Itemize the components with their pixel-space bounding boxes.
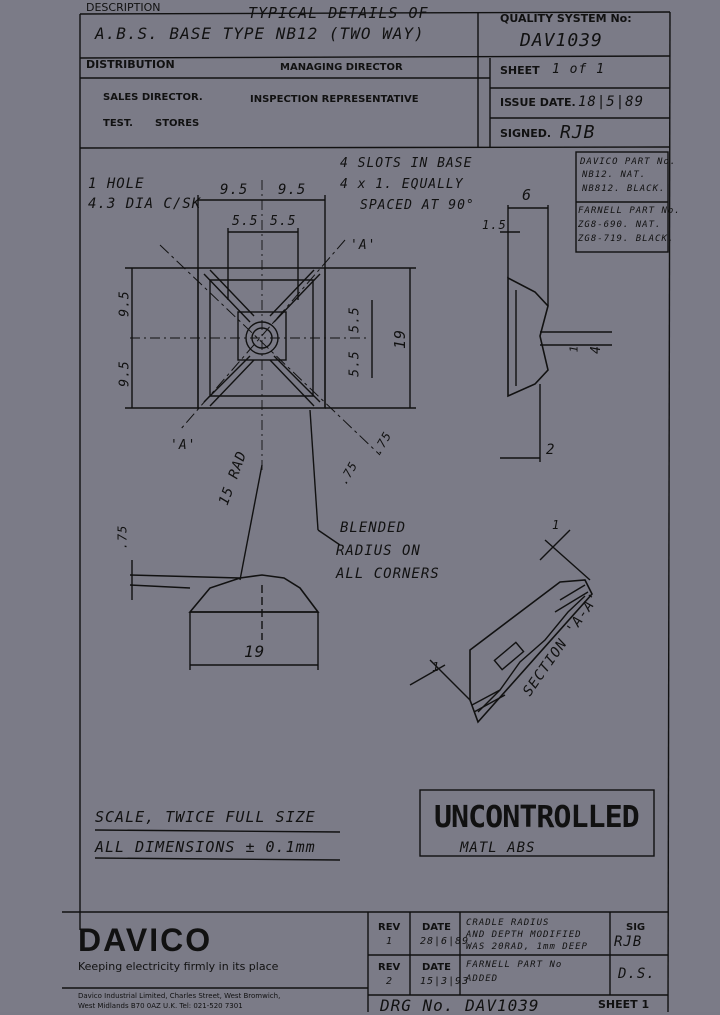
dim-9-5-top-left: 9.5 xyxy=(220,182,249,198)
date-label-1: DATE xyxy=(422,922,451,933)
description-line2: A.B.S. BASE TYPE NB12 (TWO WAY) xyxy=(95,24,425,43)
dim-1-section-top: 1 xyxy=(552,518,561,532)
drawing-number: DRG No. DAV1039 xyxy=(380,996,540,1015)
rev-2-desc-2: ADDED xyxy=(466,974,499,984)
issue-label: ISSUE DATE. xyxy=(500,96,576,109)
dim-1-section-bottom: 1 xyxy=(432,660,441,674)
sheet-value: 1 of 1 xyxy=(552,62,605,77)
dim-1-5: 1.5 xyxy=(482,218,507,232)
test-label: TEST. xyxy=(103,118,133,129)
blended-note-3: ALL CORNERS xyxy=(336,566,440,582)
hole-note-2: 4.3 DIA C/SK xyxy=(88,196,202,212)
rev-2-date: 15|3|93 xyxy=(420,976,470,987)
blended-note-1: BLENDED xyxy=(340,520,407,536)
managing-director: MANAGING DIRECTOR xyxy=(280,62,403,73)
uncontrolled-stamp: UNCONTROLLED xyxy=(434,800,640,835)
section-mark-top: 'A' xyxy=(350,238,377,253)
signed-label: SIGNED. xyxy=(500,127,552,140)
blended-note-2: RADIUS ON xyxy=(336,543,421,559)
davico-part-black: NB812. BLACK. xyxy=(582,184,666,194)
scale-note: SCALE, TWICE FULL SIZE xyxy=(95,808,316,826)
hole-note-1: 1 HOLE xyxy=(88,176,145,192)
dimensions-note: ALL DIMENSIONS ± 0.1mm xyxy=(95,838,316,856)
quality-label: QUALITY SYSTEM No: xyxy=(500,12,632,25)
section-mark-bottom: 'A' xyxy=(170,438,197,453)
davico-part-nat: NB12. NAT. xyxy=(582,170,647,180)
farnell-part-label: FARNELL PART No. xyxy=(578,206,681,216)
dim-19-bottom: 19 xyxy=(244,642,266,661)
distribution-label: DISTRIBUTION xyxy=(86,58,175,71)
quality-value: DAV1039 xyxy=(520,30,603,51)
rev-2-desc-1: FARNELL PART No xyxy=(466,960,563,970)
rev-1-desc-2: AND DEPTH MODIFIED xyxy=(466,930,582,940)
issue-value: 18|5|89 xyxy=(578,94,645,110)
rev-2-sig: D.S. xyxy=(618,966,656,982)
address-line-1: Davico Industrial Limited, Charles Stree… xyxy=(78,992,281,1000)
farnell-part-black: ZG8-719. BLACK. xyxy=(578,234,675,244)
dim-9-5-left-top: 9.5 xyxy=(117,290,133,317)
slots-note-1: 4 SLOTS IN BASE xyxy=(340,156,473,171)
dim-6: 6 xyxy=(522,186,533,204)
rev-1-desc-3: WAS 20RAD, 1mm DEEP xyxy=(466,942,588,952)
dim-9-5-left-bottom: 9.5 xyxy=(117,360,133,387)
farnell-part-nat: ZG8-690. NAT. xyxy=(578,220,662,230)
dim-5-5-right-top: 5.5 xyxy=(347,306,363,333)
rev-1-date: 28|6|89 xyxy=(420,936,470,947)
dim-9-5-top-right: 9.5 xyxy=(278,182,307,198)
davico-part-label: DAVICO PART No. xyxy=(580,157,677,167)
tagline: Keeping electricity firmly in its place xyxy=(78,960,279,973)
description-line1: TYPICAL DETAILS OF xyxy=(248,4,429,22)
inspection-rep: INSPECTION REPRESENTATIVE xyxy=(250,94,419,105)
description-label: DESCRIPTION xyxy=(86,1,161,14)
date-label-2: DATE xyxy=(422,962,451,973)
davico-logo: DAVICO xyxy=(78,922,213,958)
rev-label-2: REV xyxy=(378,962,401,973)
dim-4: 4 xyxy=(588,345,604,354)
dim-5-5-top-right: 5.5 xyxy=(270,214,297,229)
rev-1-sig: RJB xyxy=(614,934,643,950)
address-line-2: West Midlands B70 0AZ U.K. Tel: 021-520 … xyxy=(78,1002,243,1010)
dim-5-5-right-bottom: 5.5 xyxy=(347,350,363,377)
dim-2: 2 xyxy=(546,442,556,458)
sheet-label: SHEET xyxy=(500,64,540,77)
dim-5-5-top-left: 5.5 xyxy=(232,214,259,229)
rev-label-1: REV xyxy=(378,922,401,933)
slots-note-2: 4 x 1. EQUALLY xyxy=(340,177,464,192)
signature: RJB xyxy=(560,122,596,143)
rev-1-desc-1: CRADLE RADIUS xyxy=(466,918,550,928)
sales-director: SALES DIRECTOR. xyxy=(103,92,203,103)
rev-1: 1 xyxy=(386,936,394,947)
slots-note-3: SPACED AT 90° xyxy=(360,198,475,213)
material-note: MATL ABS xyxy=(460,840,536,856)
stores-label: STORES xyxy=(155,118,200,129)
dim-0-75-c: .75 xyxy=(115,524,130,550)
dim-19-right: 19 xyxy=(391,328,410,350)
footer-sheet: SHEET 1 xyxy=(598,998,650,1011)
sig-label: SIG xyxy=(626,922,646,933)
rev-2: 2 xyxy=(386,976,394,987)
dim-1-side: 1 xyxy=(567,344,581,353)
